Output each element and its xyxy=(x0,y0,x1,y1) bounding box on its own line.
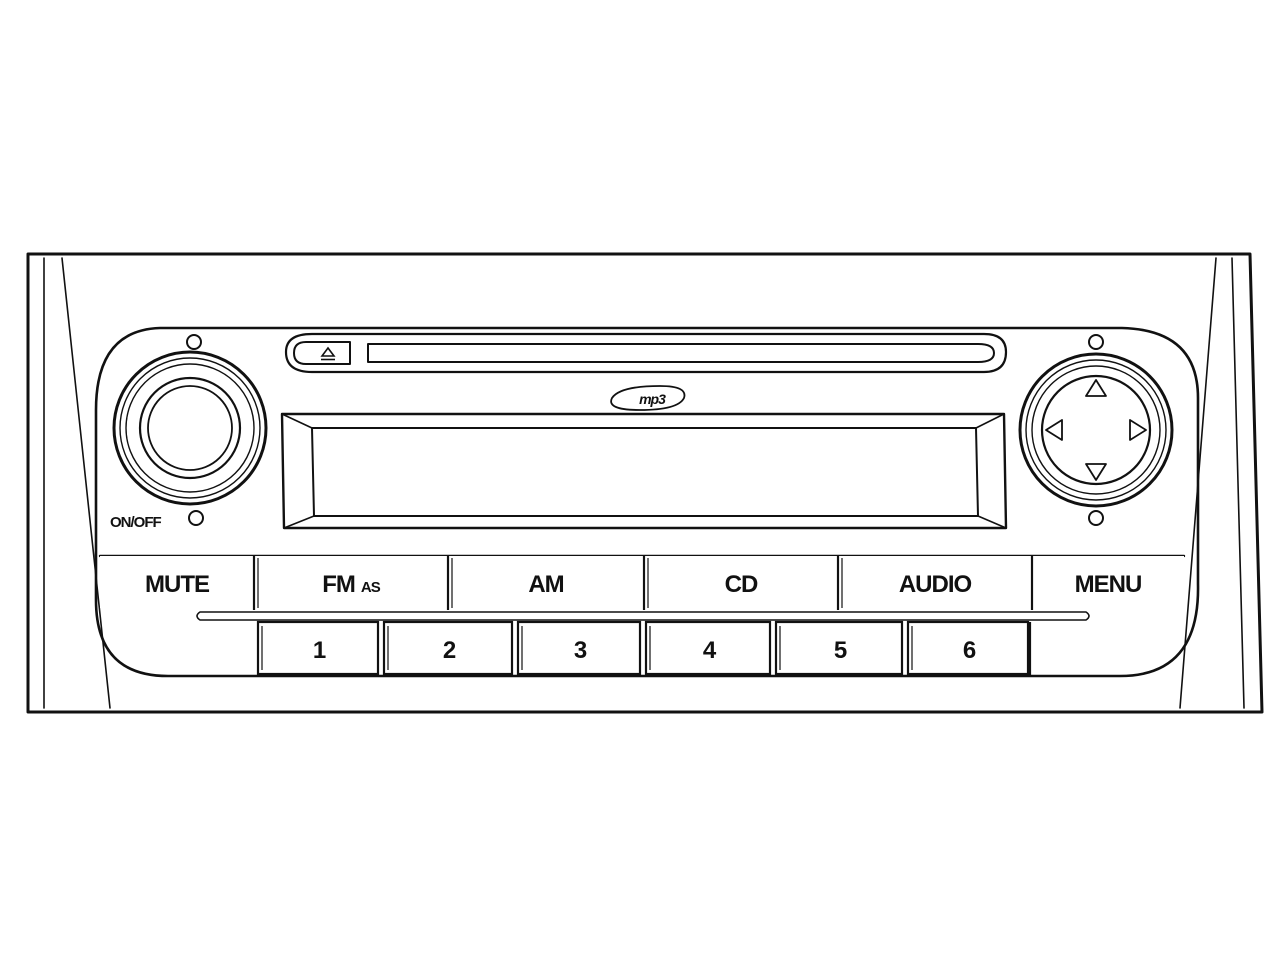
mode-button-audio[interactable]: AUDIO xyxy=(836,556,1032,610)
power-led xyxy=(188,510,204,526)
preset-button-4[interactable]: 4 xyxy=(644,620,772,676)
led-indicator xyxy=(186,334,202,350)
cd-slot xyxy=(284,332,1008,374)
mode-button-menu[interactable]: MENU xyxy=(1030,556,1184,610)
arrow-left-icon[interactable] xyxy=(1045,419,1063,441)
led-indicator xyxy=(1088,334,1104,350)
mode-button-cd[interactable]: CD xyxy=(642,556,838,610)
preset-button-6[interactable]: 6 xyxy=(906,620,1030,676)
preset-button-label: 4 xyxy=(703,637,717,664)
mode-button-mute[interactable]: MUTE xyxy=(100,556,254,608)
preset-button-label: 3 xyxy=(574,637,587,664)
nav-knob[interactable] xyxy=(1018,352,1174,508)
mode-button-label: CD xyxy=(725,571,758,598)
preset-button-label: 5 xyxy=(834,637,847,664)
mode-button-label: MENU xyxy=(1075,571,1142,598)
arrow-down-icon[interactable] xyxy=(1085,463,1107,481)
preset-button-label: 1 xyxy=(313,637,326,664)
preset-button-1[interactable]: 1 xyxy=(256,620,380,676)
mp3-logo: mp3 xyxy=(610,385,686,411)
preset-button-label: 6 xyxy=(963,637,976,664)
mode-button-label: AUDIO xyxy=(899,571,972,598)
preset-button-row: 1 2 3 4 5 6 xyxy=(256,620,1032,676)
eject-icon[interactable] xyxy=(320,346,336,361)
preset-button-5[interactable]: 5 xyxy=(774,620,904,676)
arrow-up-icon[interactable] xyxy=(1085,379,1107,397)
preset-button-3[interactable]: 3 xyxy=(516,620,642,676)
mode-button-label: AM xyxy=(528,571,563,598)
led-indicator xyxy=(1088,510,1104,526)
preset-button-2[interactable]: 2 xyxy=(382,620,514,676)
arrow-right-icon[interactable] xyxy=(1129,419,1147,441)
svg-text:mp3: mp3 xyxy=(639,391,666,407)
faceplate xyxy=(94,326,1200,678)
display xyxy=(280,412,1008,530)
mode-button-am[interactable]: AM xyxy=(446,556,644,610)
volume-knob[interactable] xyxy=(112,350,268,506)
power-label: ON/OFF xyxy=(110,514,161,531)
preset-button-label: 2 xyxy=(443,637,456,664)
panel-groove xyxy=(196,611,1090,621)
mode-button-label: MUTE xyxy=(145,571,210,598)
